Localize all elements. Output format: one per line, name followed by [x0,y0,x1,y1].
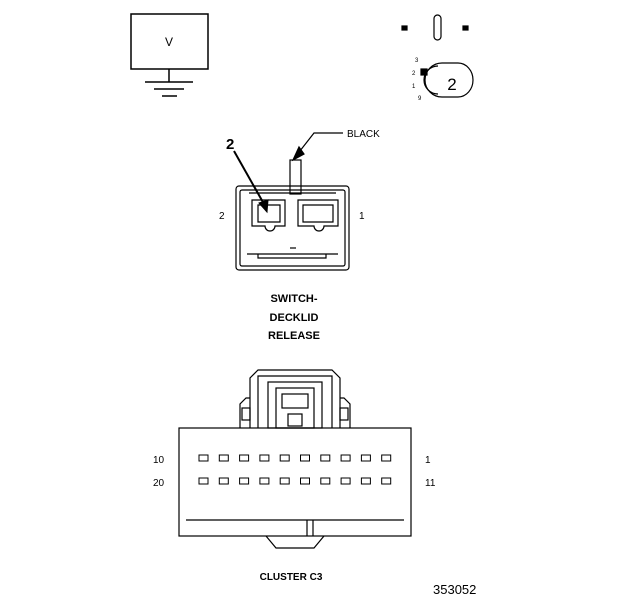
pin-label-1: 1 [412,84,416,90]
pin-cavity [259,477,270,485]
switch-title-line-3: RELEASE [268,330,320,342]
cluster-row2-right: 11 [425,478,436,489]
pin-cavity [320,454,331,462]
pin-view-diagram [401,14,474,98]
switch-connector-body [235,159,350,271]
cavity-number: 2 [447,75,456,94]
cluster-title: CLUSTER C3 [260,572,323,583]
pin-cavity [360,454,371,462]
wire-color-label: BLACK [347,129,380,140]
wire-leader [291,132,343,162]
cluster-row1-right: 1 [425,455,431,466]
pin-label-3: 3 [415,58,419,64]
pin-cavity [381,454,392,462]
pin-cavity [340,477,351,485]
cluster-pin-grid [198,454,392,485]
pin-cavity [279,454,290,462]
pin-cavity [300,477,310,485]
cluster-connector-body [178,369,412,549]
callout-arrow [233,150,269,214]
switch-title-line-1: SWITCH- [270,293,317,305]
cluster-row2-left: 20 [153,478,165,489]
pin-cavity [340,454,351,462]
pin-cavity [239,454,250,462]
pin-cavity [239,477,250,485]
callout-number: 2 [226,136,234,153]
voltmeter-label: V [165,35,173,49]
pin-cavity [279,477,290,485]
switch-title-line-2: DECKLID [270,312,319,324]
cluster-row1-left: 10 [153,455,165,466]
pin-label-2: 2 [412,71,416,77]
pin-cavity [300,454,310,462]
pin-cavity [320,477,331,485]
pin-cavity [198,477,209,485]
switch-pin-right: 1 [359,211,365,222]
voltmeter-symbol [130,13,209,97]
pin-cavity [198,454,209,462]
pin-cavity [218,454,229,462]
figure-id: 353052 [433,582,476,597]
pin-cavity [360,477,371,485]
pin-cavity [381,477,392,485]
pin-cavity [218,477,229,485]
pin-label-9: 9 [418,96,422,102]
switch-pin-left: 2 [219,211,225,222]
pin-cavity [259,454,270,462]
